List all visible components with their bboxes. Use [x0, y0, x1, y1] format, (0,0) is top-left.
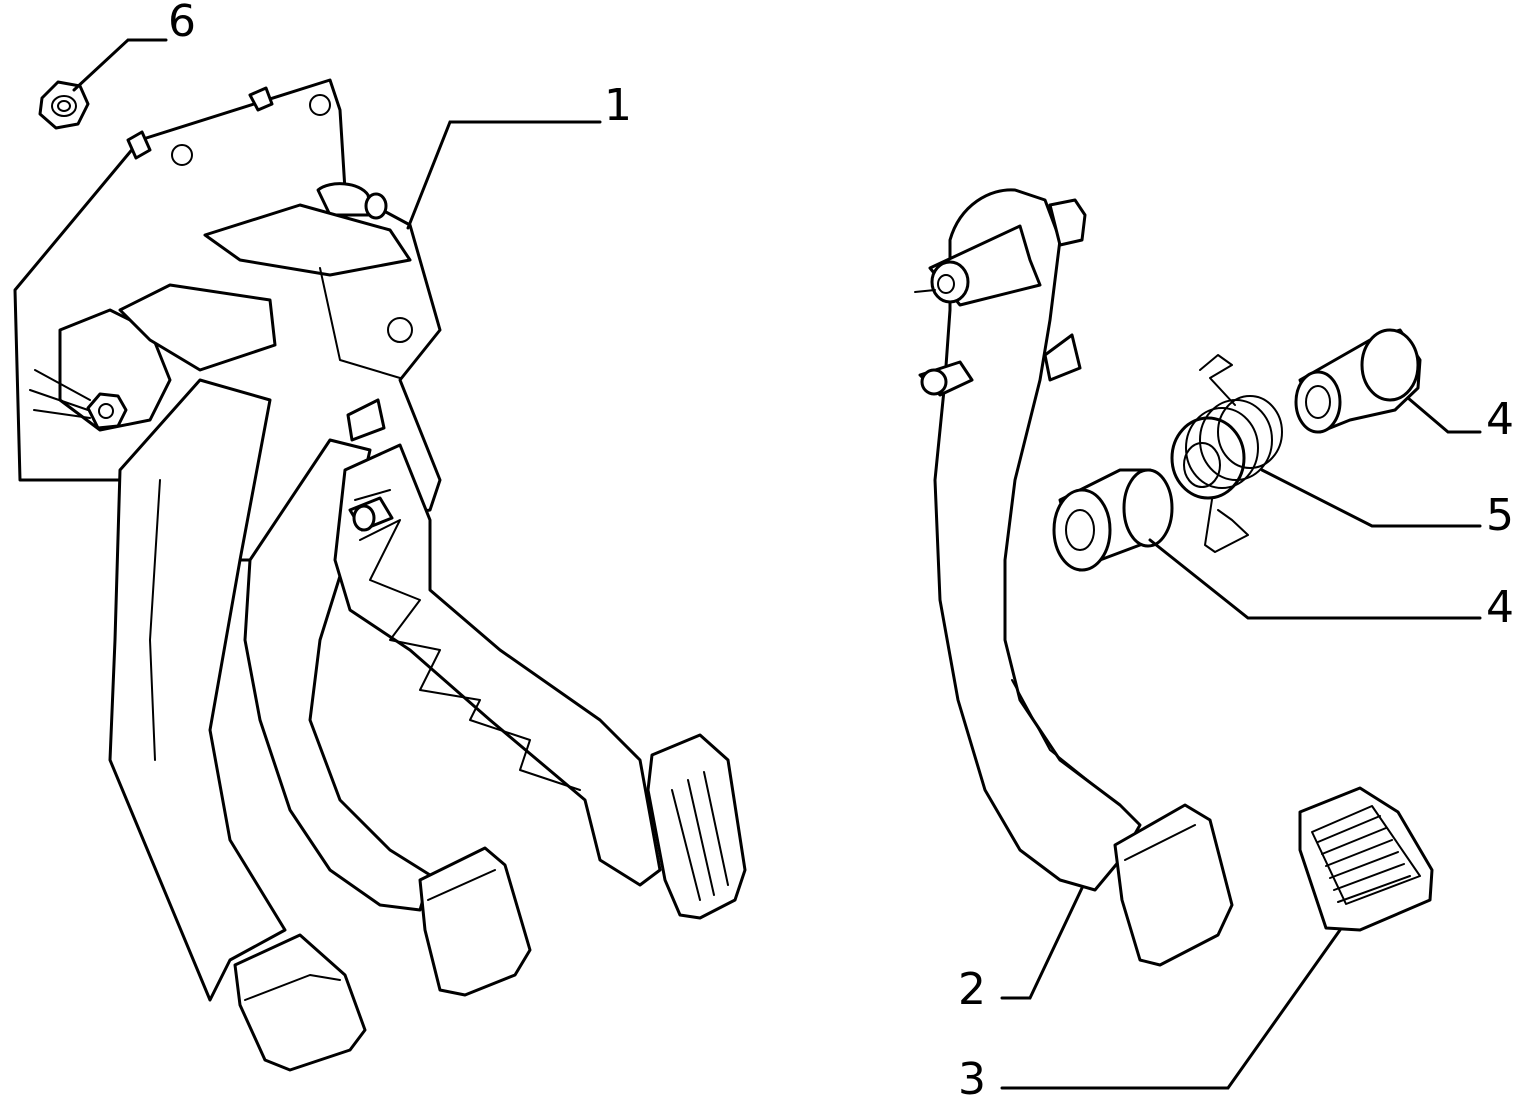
leader-2 [1000, 886, 1084, 1000]
bushing-part-4-upper [1294, 328, 1422, 434]
leader-5 [1260, 468, 1482, 528]
callout-4-upper: 4 [1486, 394, 1514, 445]
leader-lines [72, 38, 1482, 1090]
bushing-part-4-lower [1052, 468, 1174, 572]
pedal-part-2 [914, 188, 1234, 967]
callout-1: 1 [604, 80, 632, 131]
callout-2: 2 [958, 964, 986, 1015]
nut-part-6 [38, 80, 90, 130]
callout-5: 5 [1486, 490, 1514, 541]
leader-4-lower [1148, 538, 1482, 620]
callout-labels: 1 2 3 4 5 4 6 [168, 0, 1514, 1096]
pedal-pad-part-3 [1298, 786, 1434, 932]
callout-6: 6 [168, 0, 196, 47]
leader-4-upper [1406, 396, 1482, 434]
leader-1 [406, 120, 602, 230]
callout-3: 3 [958, 1054, 986, 1096]
callout-4-lower: 4 [1486, 582, 1514, 633]
leader-6 [72, 38, 168, 92]
leader-3 [1000, 928, 1342, 1090]
torsion-spring-part-5 [1170, 354, 1283, 553]
pedal-box-assembly-part-1 [13, 78, 747, 1072]
